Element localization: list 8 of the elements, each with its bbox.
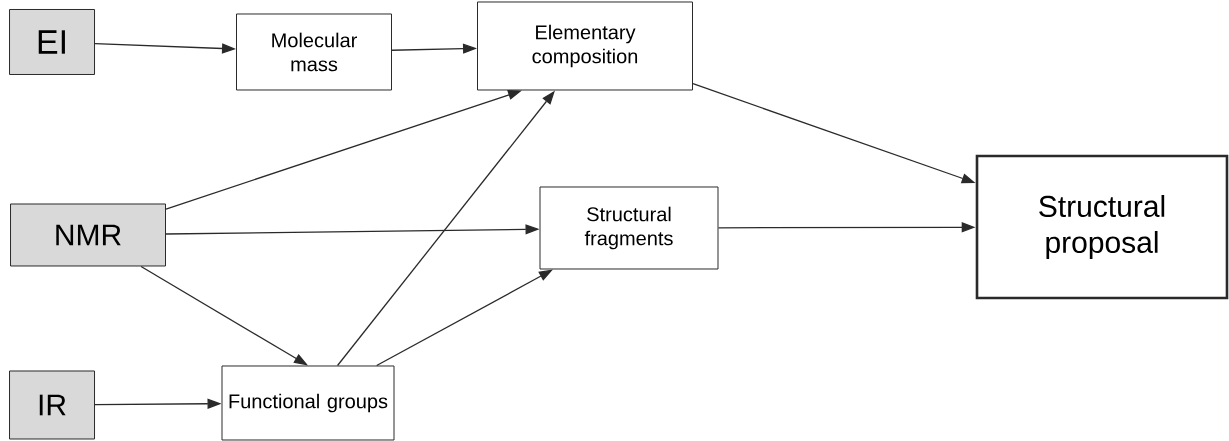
- process-box: Functional groups: [221, 365, 395, 441]
- source-box: EI: [9, 9, 95, 75]
- process-box: Molecular mass: [236, 13, 392, 91]
- source-box: NMR: [10, 203, 166, 267]
- result-box: Structural proposal: [975, 154, 1229, 300]
- process-box: Structural fragments: [539, 186, 719, 270]
- process-box: Elementary composition: [477, 1, 693, 91]
- source-box: IR: [9, 370, 95, 440]
